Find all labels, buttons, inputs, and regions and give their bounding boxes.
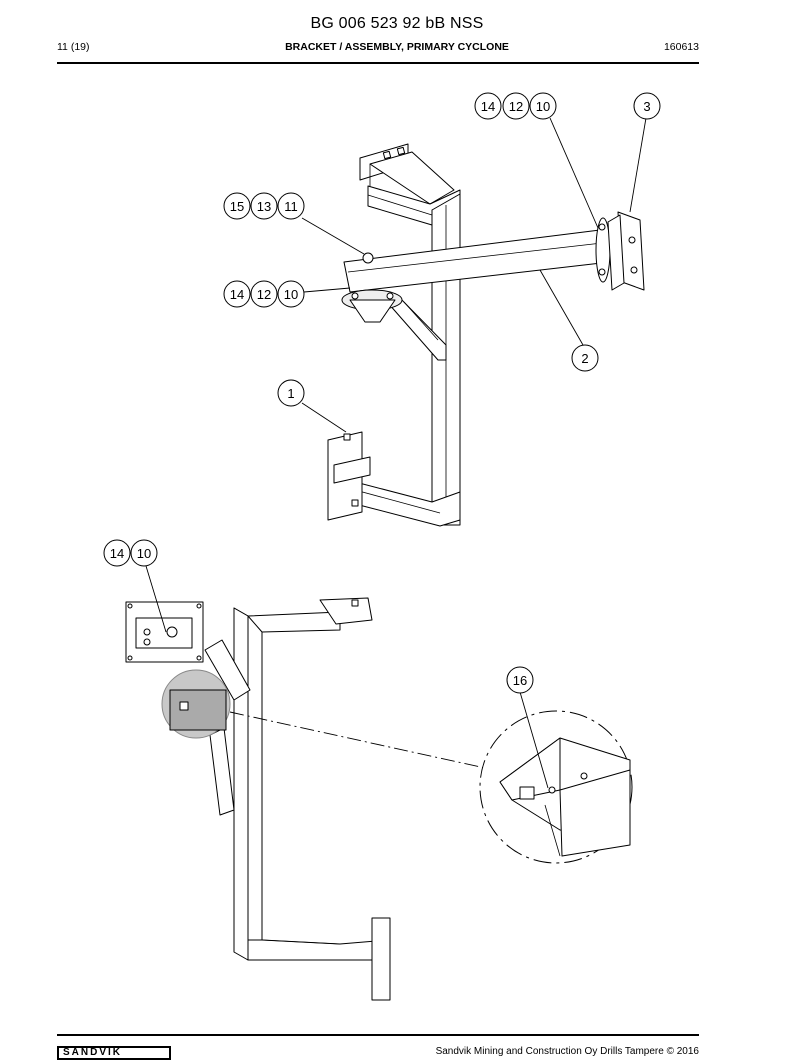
sandvik-logo: SANDVIK bbox=[57, 1046, 171, 1060]
document-number: BG 006 523 92 bB NSS bbox=[310, 15, 484, 32]
svg-text:15: 15 bbox=[230, 199, 244, 214]
svg-text:14: 14 bbox=[230, 287, 244, 302]
page-number: 11 (19) bbox=[57, 41, 90, 53]
svg-text:12: 12 bbox=[509, 99, 523, 114]
svg-text:14: 14 bbox=[481, 99, 495, 114]
svg-text:10: 10 bbox=[284, 287, 298, 302]
svg-text:2: 2 bbox=[581, 351, 588, 366]
callout-group-c: 15 13 11 bbox=[223, 192, 305, 220]
svg-text:14: 14 bbox=[110, 546, 124, 561]
callout-group-f: 1 bbox=[277, 379, 305, 407]
detail-projection-line bbox=[229, 711, 486, 769]
svg-text:16: 16 bbox=[513, 673, 527, 688]
svg-text:3: 3 bbox=[643, 99, 650, 114]
svg-text:10: 10 bbox=[137, 546, 151, 561]
svg-text:12: 12 bbox=[257, 287, 271, 302]
footer-copyright: Sandvik Mining and Construction Oy Drill… bbox=[435, 1046, 699, 1057]
upper-support-arm bbox=[343, 229, 611, 293]
svg-text:10: 10 bbox=[536, 99, 550, 114]
callout-group-a: 14 12 10 bbox=[474, 92, 557, 120]
svg-text:1: 1 bbox=[287, 386, 294, 401]
upper-bracket-view bbox=[327, 143, 645, 527]
lower-bracket-view bbox=[125, 597, 391, 1001]
callout-group-e: 2 bbox=[571, 344, 599, 372]
document-date: 160613 bbox=[663, 41, 699, 53]
svg-text:13: 13 bbox=[257, 199, 271, 214]
footer-rule bbox=[57, 1034, 699, 1036]
callout-group-b: 3 bbox=[633, 92, 661, 120]
svg-text:11: 11 bbox=[284, 199, 298, 214]
lower-bottom-flange bbox=[371, 917, 391, 1001]
callout-group-g: 14 10 bbox=[103, 539, 158, 567]
lower-vertical-column bbox=[233, 607, 249, 961]
header-rule bbox=[57, 62, 699, 64]
callout-group-h: 16 bbox=[506, 666, 534, 694]
document-title: BRACKET / ASSEMBLY, PRIMARY CYCLONE bbox=[285, 41, 509, 53]
callout-group-d: 14 12 10 bbox=[223, 280, 305, 308]
detail-view bbox=[479, 710, 633, 864]
